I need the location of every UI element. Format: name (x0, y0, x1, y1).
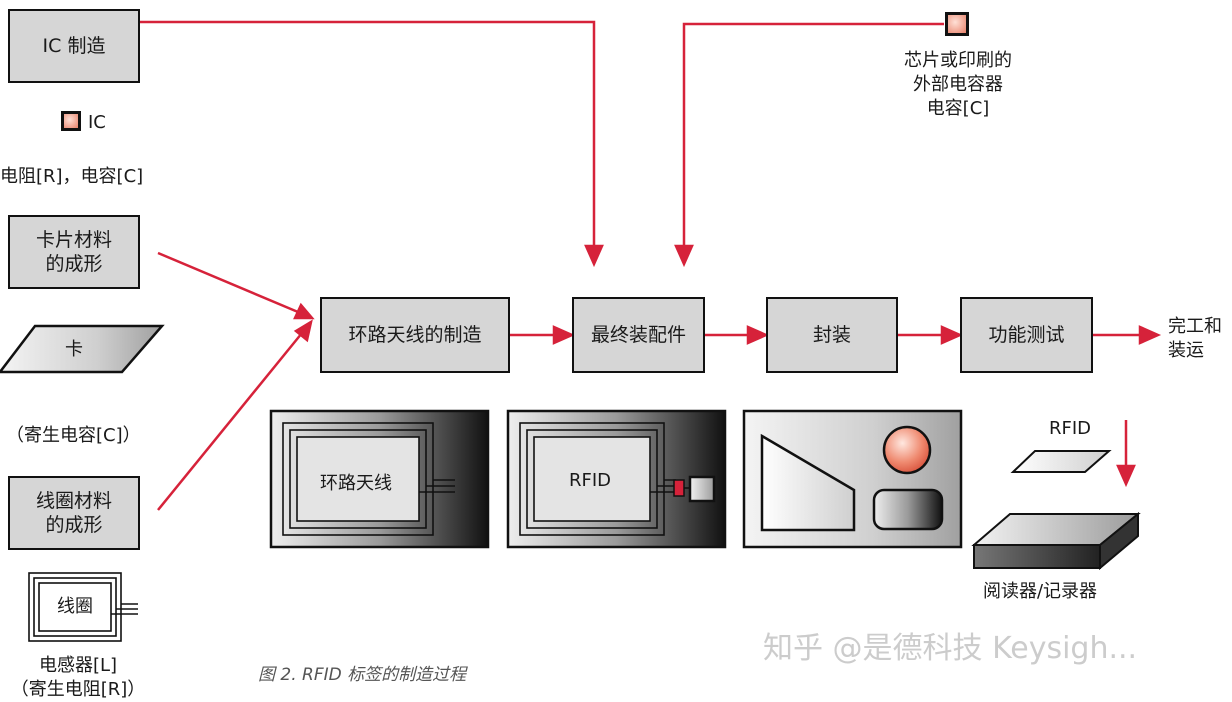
inductor-label: 电感器[L] （寄生电阻[R]） (10, 655, 146, 700)
card-forming-label: 卡片材料 的成形 (35, 229, 112, 275)
ic-chip-icon (61, 111, 81, 131)
packaging-box: 封装 (766, 297, 898, 373)
package-illustration (742, 409, 963, 549)
loop-antenna-label: 环路天线 (320, 473, 392, 494)
coil-forming-label: 线圈材料 的成形 (35, 490, 112, 536)
rfid-card-shape (1010, 450, 1112, 473)
figure-caption: 图 2. RFID 标签的制造过程 (258, 665, 467, 685)
ic-manufacturing-label: IC 制造 (42, 35, 106, 57)
step-label: 功能测试 (988, 324, 1065, 346)
reader-writer-illustration (971, 511, 1141, 571)
coil-forming-box: 线圈材料 的成形 (8, 476, 140, 550)
step-label: 封装 (812, 324, 851, 346)
step-label: 环路天线的制造 (348, 324, 482, 346)
step-label: 最终装配件 (590, 324, 686, 346)
resistor-capacitor-label: 电阻[R]，电容[C] (0, 166, 144, 187)
rfid-tag-label: RFID (568, 470, 612, 491)
rfid-card-label: RFID (1048, 418, 1092, 439)
external-capacitor-icon (945, 12, 969, 36)
finish-and-ship-label: 完工和 装运 (1168, 316, 1222, 361)
reader-writer-label: 阅读器/记录器 (982, 581, 1098, 602)
functional-test-box: 功能测试 (960, 297, 1093, 373)
ic-manufacturing-box: IC 制造 (8, 9, 140, 83)
parasitic-capacitance-label: （寄生电容[C]） (6, 425, 141, 446)
card-forming-box: 卡片材料 的成形 (8, 215, 140, 289)
ic-label: IC (88, 112, 106, 133)
external-capacitor-label: 芯片或印刷的 外部电容器 电容[C] (904, 50, 1012, 119)
final-assembly-box: 最终装配件 (572, 297, 705, 373)
loop-antenna-manufacturing-box: 环路天线的制造 (320, 297, 510, 373)
card-label: 卡 (65, 339, 83, 360)
watermark: 知乎 @是德科技 Keysigh... (763, 631, 1138, 666)
coil-label: 线圈 (57, 596, 93, 617)
